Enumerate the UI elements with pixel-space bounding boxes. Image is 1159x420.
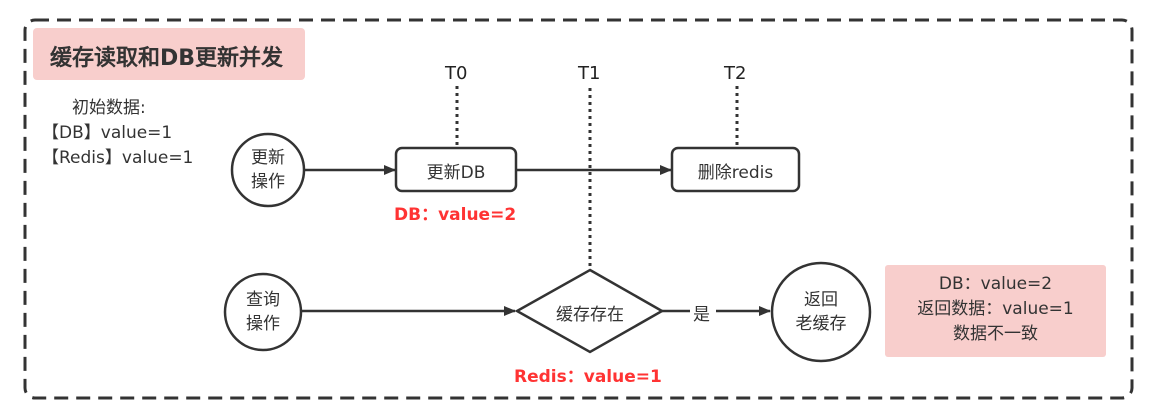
return-old-cache-node (770, 261, 872, 363)
update-start-line1: 更新 (251, 148, 285, 168)
delete-redis-label: 删除redis (697, 163, 774, 183)
return-old-cache-label: 返回 老缓存 (772, 288, 870, 336)
yes-edge-label: 是 (693, 305, 710, 325)
initial-data-db: 【DB】value=1 (42, 123, 173, 143)
diagram-title: 缓存读取和DB更新并发 (50, 46, 284, 71)
return-line1: 返回 (804, 290, 838, 310)
query-start-line1: 查询 (246, 290, 280, 310)
update-start-line2: 操作 (251, 172, 285, 192)
update-start-label: 更新 操作 (232, 146, 304, 194)
result-note-inconsistent: 数据不一致 (953, 324, 1038, 344)
query-start-label: 查询 操作 (227, 288, 299, 336)
result-note-box (885, 265, 1106, 357)
delete-redis-node (670, 146, 801, 193)
time-marker-t0: T0 (445, 63, 468, 84)
dashed-frame (23, 18, 1134, 400)
initial-data-redis: 【Redis】value=1 (42, 148, 194, 168)
time-marker-t2: T2 (724, 63, 747, 84)
cache-exists-decision (514, 268, 665, 354)
db-value-annotation: DB：value=2 (394, 205, 517, 225)
update-db-label: 更新DB (426, 163, 486, 183)
initial-data-heading: 初始数据: (72, 98, 146, 118)
cache-exists-label: 缓存存在 (556, 305, 624, 325)
return-line2: 老缓存 (795, 314, 847, 334)
result-note-db: DB：value=2 (938, 274, 1053, 294)
result-note-returned: 返回数据：value=1 (917, 299, 1074, 319)
time-marker-t1: T1 (578, 63, 601, 84)
title-box (33, 28, 305, 80)
redis-value-annotation: Redis：value=1 (514, 367, 662, 387)
result-note: DB：value=2 返回数据：value=1 数据不一致 (885, 272, 1106, 347)
query-start-line2: 操作 (246, 314, 280, 334)
